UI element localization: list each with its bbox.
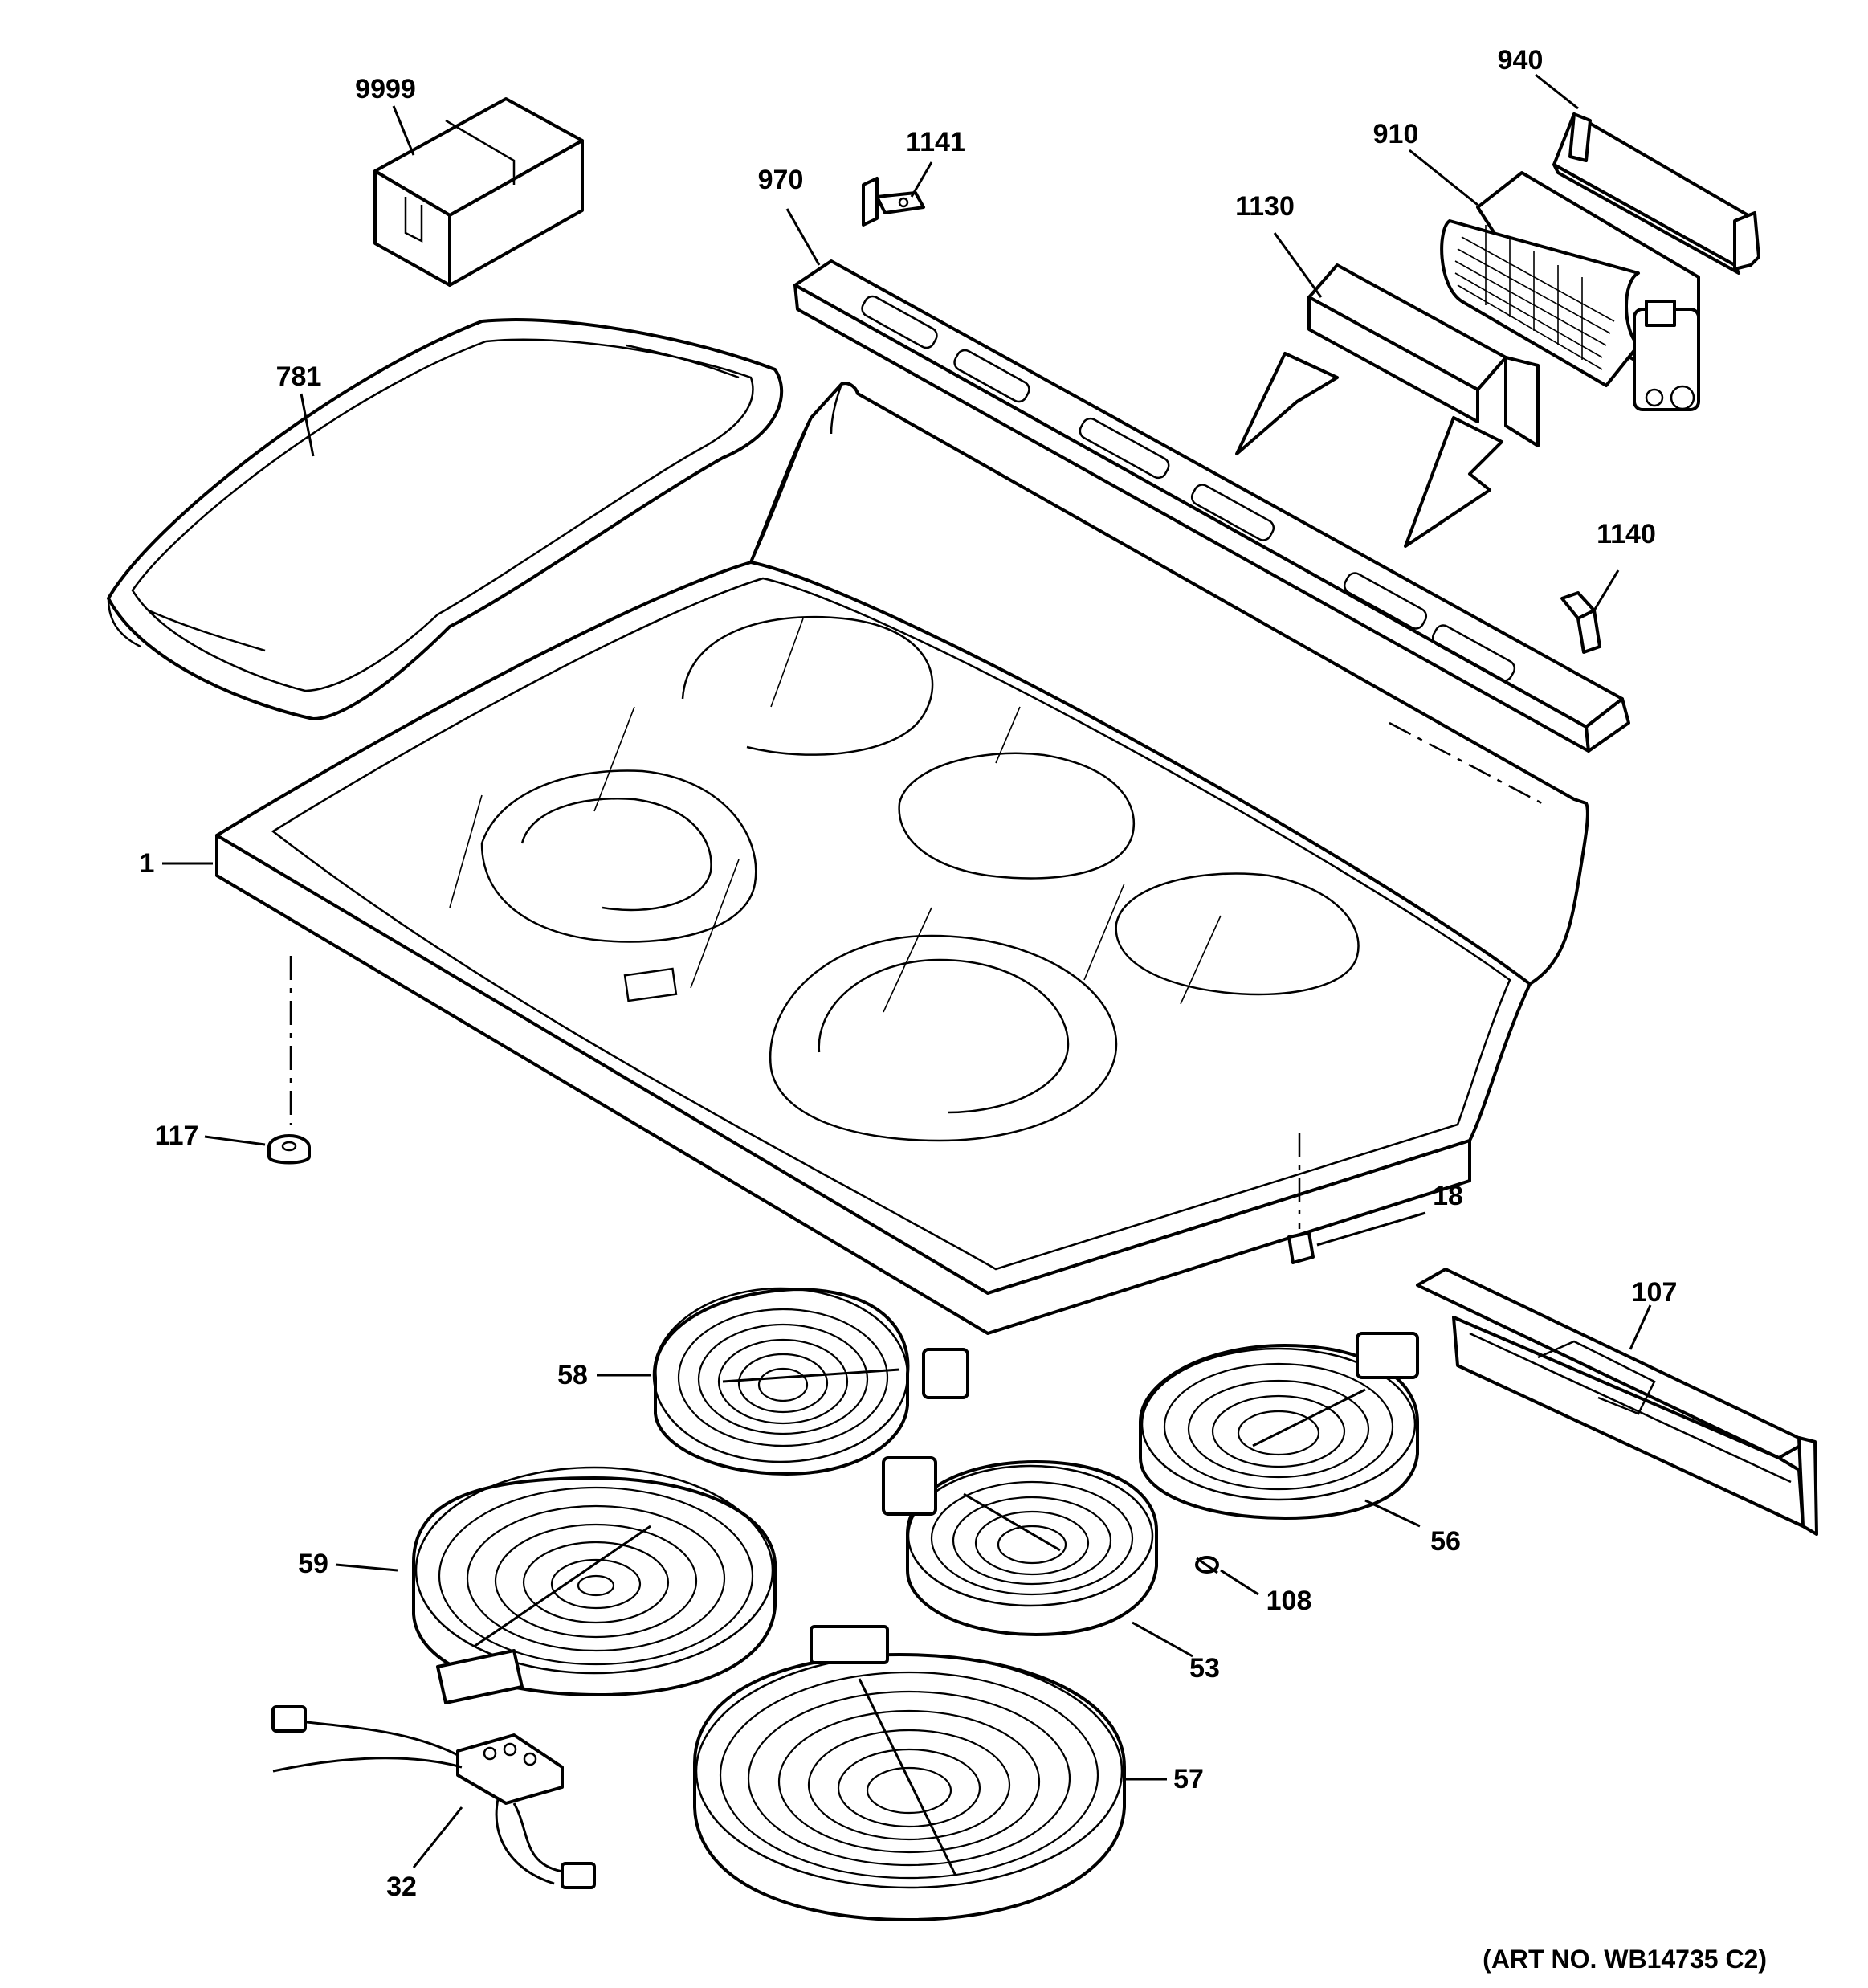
part-1-cooktop [215, 382, 1589, 1335]
callout-910: 910 [1373, 119, 1419, 149]
vent-slots [861, 295, 1516, 682]
callout-781: 781 [276, 361, 322, 392]
part-117-foot [267, 1134, 311, 1165]
callout-58: 58 [557, 1360, 588, 1390]
glass-reflection-lines [449, 618, 1222, 1013]
callout-53: 53 [1189, 1653, 1220, 1684]
callout-57: 57 [1173, 1764, 1204, 1794]
callout-117: 117 [155, 1121, 199, 1151]
part-57-element [693, 1625, 1126, 1921]
part-781-cover [107, 318, 784, 720]
art-number: (ART NO. WB14735 C2) [1483, 1945, 1767, 1974]
leader-lines [162, 73, 1652, 1868]
part-107-bracket [1416, 1268, 1818, 1536]
part-53-element [882, 1456, 1158, 1636]
part-1141-bracket [862, 177, 925, 227]
part-940-bracket [1552, 112, 1760, 275]
blower-wheel-fins [1454, 225, 1615, 370]
callout-32: 32 [386, 1872, 417, 1902]
callout-108: 108 [1266, 1586, 1312, 1616]
callout-56: 56 [1430, 1526, 1461, 1557]
callout-59: 59 [298, 1549, 328, 1579]
callout-1140: 1140 [1597, 519, 1656, 549]
callout-1: 1 [140, 848, 155, 879]
callout-1141: 1141 [906, 127, 965, 157]
callout-18: 18 [1433, 1181, 1463, 1211]
part-1130-duct [1235, 263, 1540, 548]
part-9999-box [373, 97, 584, 287]
callout-107: 107 [1632, 1277, 1678, 1308]
part-108-screw [1195, 1556, 1219, 1574]
part-58-element [652, 1287, 969, 1476]
callout-940: 940 [1498, 45, 1544, 76]
part-59-element [412, 1466, 777, 1704]
part-32-harness [271, 1705, 596, 1889]
callout-9999: 9999 [355, 74, 416, 104]
part-910-blower [1440, 171, 1700, 411]
callout-970: 970 [758, 165, 804, 195]
part-18-clip [1287, 1231, 1315, 1264]
part-970-vent-trim [793, 259, 1630, 753]
part-56-element [1139, 1332, 1419, 1520]
leader-1140-dashed [1389, 721, 1543, 805]
callout-1130: 1130 [1235, 191, 1295, 222]
